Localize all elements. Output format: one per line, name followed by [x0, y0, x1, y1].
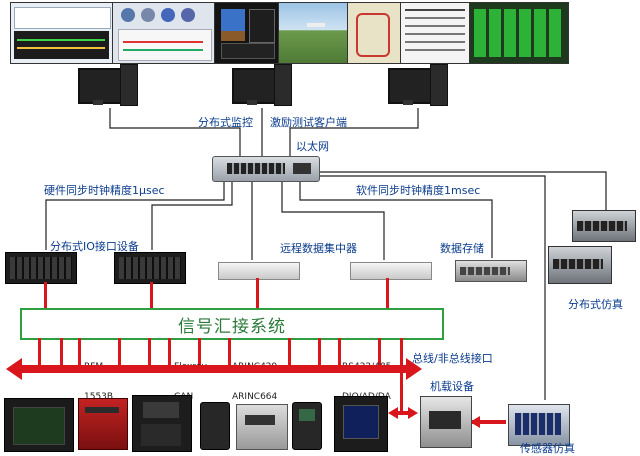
flight-scene-screenshot — [278, 2, 350, 64]
signal-interconnect-label: 信号汇接系统 — [178, 316, 286, 337]
bus-group-3-line2: ARINC664 — [232, 392, 278, 402]
remote-data-concentrator-2 — [350, 262, 432, 280]
small-unit-1 — [200, 402, 230, 450]
client-computer-2 — [232, 62, 294, 108]
red-control-unit — [78, 398, 128, 450]
data-storage-label: 数据存储 — [440, 242, 484, 255]
map-screenshot — [347, 2, 403, 64]
bus-drop-6 — [168, 338, 171, 368]
airborne-processor-unit — [420, 396, 472, 448]
display-panel-device — [4, 398, 74, 452]
bus-drop-5 — [148, 338, 151, 368]
data-table-screenshot — [400, 2, 472, 64]
ethernet-switch — [212, 156, 320, 182]
distributed-monitoring-label: 分布式监控 — [198, 116, 253, 129]
bus-drop-4 — [118, 338, 121, 368]
io1-link — [44, 282, 47, 310]
bus-drop-2 — [60, 338, 63, 368]
data-storage-server — [455, 260, 527, 282]
control-head-device — [236, 404, 288, 450]
sw-sync-label: 软件同步时钟精度1msec — [356, 184, 481, 197]
bus-drop-13 — [400, 338, 403, 368]
bus-interface-label: 总线/非总线接口 — [412, 352, 493, 365]
cockpit-control-panel — [132, 395, 192, 452]
bus-drop-9 — [288, 338, 291, 368]
bus-drop-10 — [318, 338, 321, 368]
signal-interconnect-box: 信号汇接系统 — [20, 308, 444, 340]
bus-drop-12 — [378, 338, 381, 368]
radar-display-device — [334, 396, 388, 452]
client-computer-1 — [78, 62, 140, 108]
remote-data-concentrator-label: 远程数据集中器 — [280, 242, 357, 255]
rdc2-link — [386, 278, 389, 310]
remote-data-concentrator-1 — [218, 262, 300, 280]
sensor-simulation-chassis — [508, 404, 570, 446]
status-grid-screenshot — [469, 2, 569, 64]
monitoring-screenshot-2 — [112, 2, 217, 64]
io-interface-device-2 — [114, 252, 186, 284]
sensor-simulation-label: 传感器仿真 — [520, 442, 575, 455]
stimulus-test-client-label: 激励测试客户端 — [270, 116, 347, 129]
hw-sync-label: 硬件同步时钟精度1μsec — [44, 184, 165, 197]
monitoring-screenshot-1 — [10, 2, 115, 64]
io2-link — [150, 282, 153, 310]
bus-group-1-line2: 1553B — [84, 392, 114, 402]
simulation-server-2 — [548, 246, 612, 284]
simulation-server-1 — [572, 210, 636, 242]
rdc1-link — [256, 278, 259, 310]
bus-drop-3 — [78, 338, 81, 368]
distributed-simulation-label: 分布式仿真 — [568, 298, 623, 311]
airborne-equipment-label: 机载设备 — [430, 380, 474, 393]
bus-drop-1 — [38, 338, 41, 368]
ethernet-label: 以太网 — [296, 140, 329, 153]
io-interface-device-1 — [5, 252, 77, 284]
small-unit-2 — [292, 402, 322, 450]
bus-drop-8 — [228, 338, 231, 368]
distributed-io-label: 分布式IO接口设备 — [50, 240, 139, 253]
bus-drop-11 — [338, 338, 341, 368]
bus-drop-7 — [198, 338, 201, 368]
client-computer-3 — [388, 62, 450, 108]
